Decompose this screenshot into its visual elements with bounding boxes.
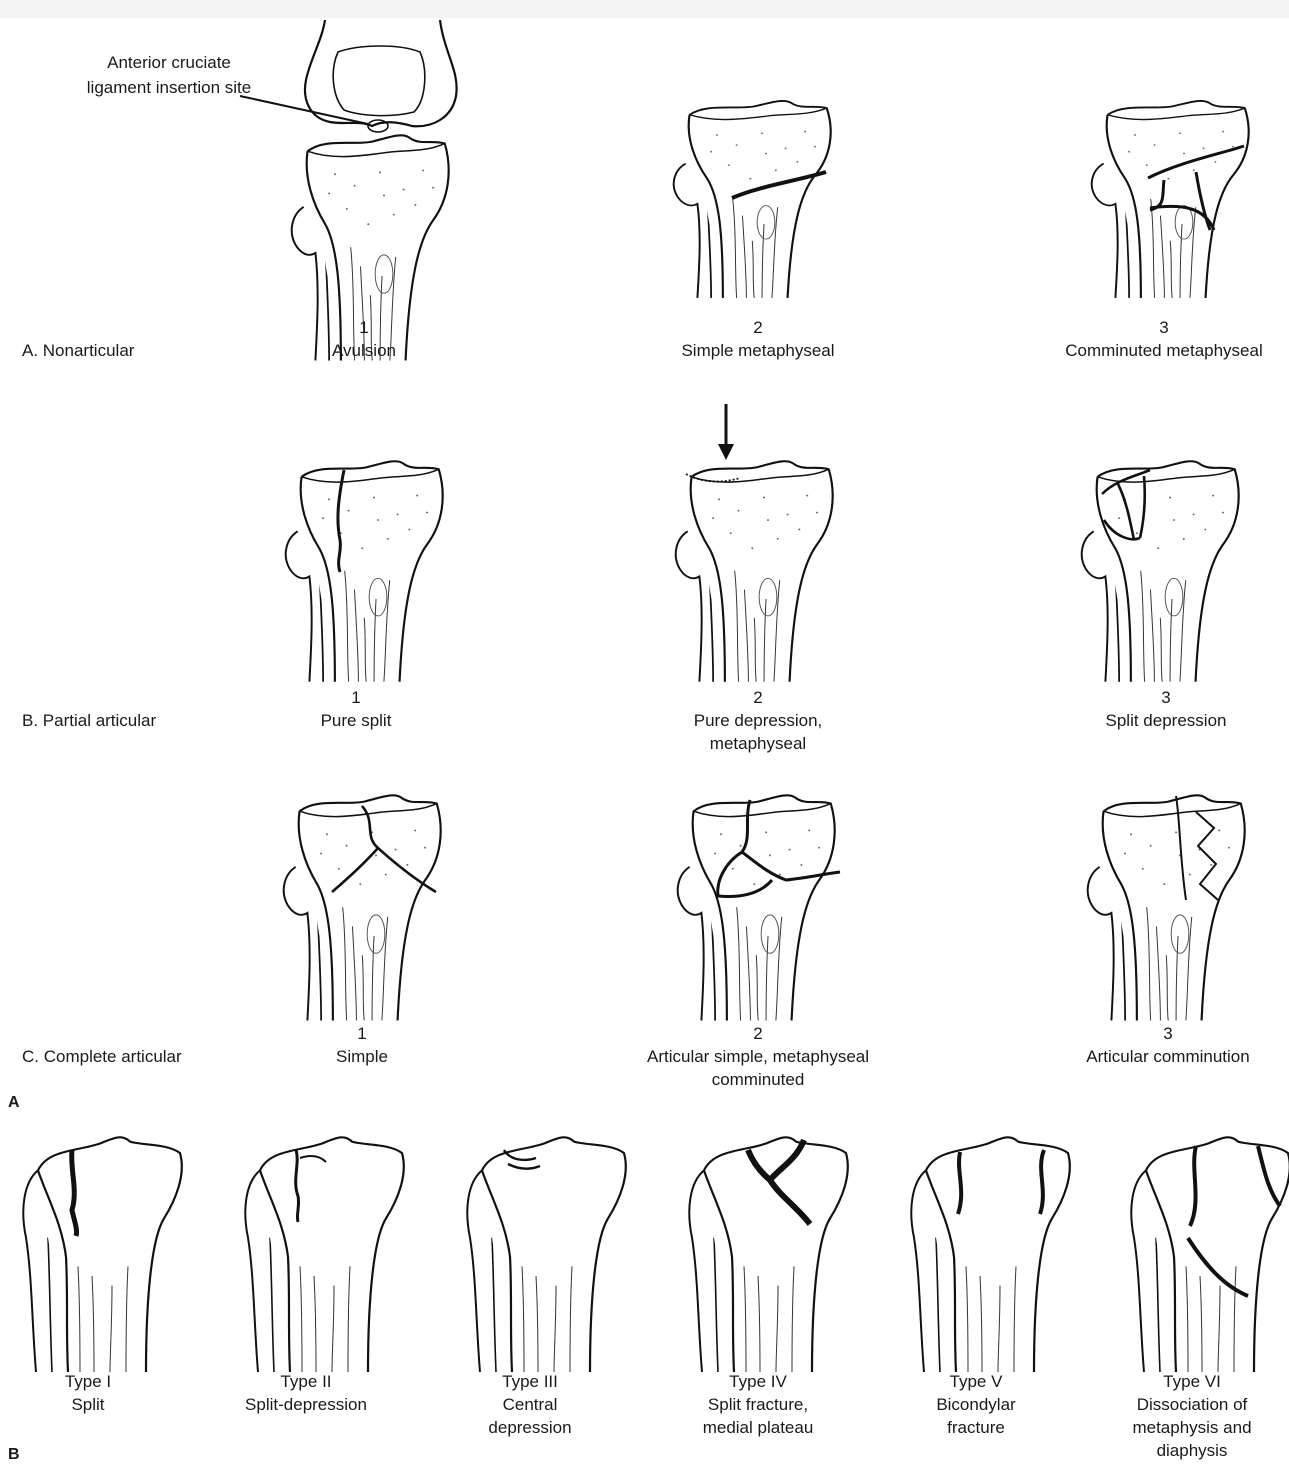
figure-b2-pure-depression: [676, 404, 833, 682]
row-title-a: A. Nonarticular: [22, 340, 134, 361]
panel-letter-b: B: [8, 1446, 20, 1464]
figure-c2-articular-simple-metaphyseal-comminuted: [678, 795, 840, 1020]
figure-a2-simple-metaphyseal: [674, 101, 831, 298]
figure-a1-avulsion: [240, 20, 457, 360]
caption-type-v: Type VBicondylar fracture: [921, 1370, 1031, 1439]
caption-type-vi: Type VIDissociation of metaphysis and di…: [1117, 1370, 1267, 1462]
figure-type-v: [911, 1137, 1069, 1372]
figure-type-ii: [245, 1137, 403, 1372]
figure-type-vi: [1131, 1137, 1289, 1372]
figure-b1-pure-split: [286, 461, 443, 681]
caption-type-iv: Type IVSplit fracture, medial plateau: [683, 1370, 833, 1439]
caption-b3: 3Split depression: [1106, 686, 1227, 732]
caption-b1: 1Pure split: [321, 686, 392, 732]
caption-a1: 1Avulsion: [332, 316, 396, 362]
caption-c1: 1Simple: [336, 1022, 388, 1068]
row-title-b: B. Partial articular: [22, 710, 156, 731]
figure-type-iii: [467, 1137, 625, 1372]
top-strip: [0, 0, 1289, 18]
panel-letter-a: A: [8, 1094, 20, 1112]
acl-annotation: Anterior cruciate ligament insertion sit…: [76, 50, 262, 100]
figure-c3-articular-comminution: [1088, 795, 1245, 1020]
caption-type-ii: Type IISplit-depression: [216, 1370, 396, 1416]
caption-type-iii: Type IIICentral depression: [470, 1370, 590, 1439]
caption-a3: 3Comminuted metaphyseal: [1065, 316, 1262, 362]
caption-type-i: Type ISplit: [23, 1370, 153, 1416]
caption-c3: 3Articular comminution: [1086, 1022, 1249, 1068]
figure-type-i: [23, 1137, 181, 1372]
caption-a2: 2Simple metaphyseal: [681, 316, 834, 362]
figure-a3-comminuted-metaphyseal: [1092, 101, 1249, 298]
caption-c2: 2Articular simple, metaphyseal comminute…: [628, 1022, 888, 1091]
figure-b3-split-depression: [1082, 461, 1239, 681]
caption-b2: 2Pure depression, metaphyseal: [658, 686, 858, 755]
figure-c1-simple: [284, 795, 441, 1020]
figure-type-iv: [689, 1137, 847, 1372]
row-title-c: C. Complete articular: [22, 1046, 182, 1067]
